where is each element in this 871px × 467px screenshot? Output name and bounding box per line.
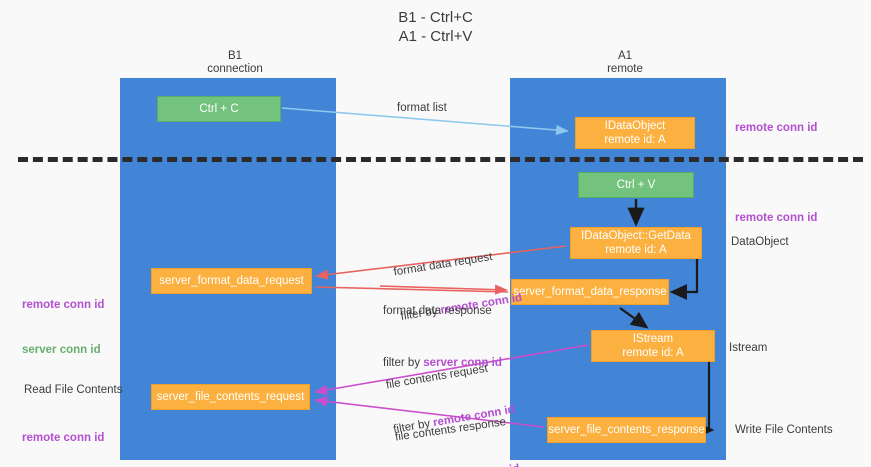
annotation-remote-conn-id: remote conn id	[22, 432, 105, 444]
label-format-data-response-text: format data response	[383, 305, 492, 317]
annotation-remote-conn-id-mid: remote conn id	[735, 212, 818, 224]
node-server-format-data-request[interactable]: server_format_data_request	[151, 268, 312, 294]
annotation-dataobject: DataObject	[731, 236, 789, 248]
node-ctrl-c[interactable]: Ctrl + C	[157, 96, 281, 122]
annotation-left-conn-ids-1: remote conn id server conn id	[22, 268, 104, 388]
node-idataobject[interactable]: IDataObject remote id: A	[575, 117, 695, 149]
annotation-remote-conn-id-top: remote conn id	[735, 122, 818, 134]
phase-divider	[18, 157, 863, 162]
label-format-list: format list	[397, 102, 447, 114]
node-server-format-data-response[interactable]: server_format_data_response	[511, 279, 669, 305]
annotation-write-file-contents: Write File Contents	[735, 424, 833, 436]
filter-prefix: filter by	[383, 357, 424, 369]
node-istream[interactable]: IStream remote id: A	[591, 330, 715, 362]
annotation-remote-conn-id: remote conn id	[22, 299, 105, 311]
annotation-read-file-contents: Read File Contents	[24, 384, 123, 396]
label-format-data-response-filter: filter by server conn id	[383, 356, 502, 371]
label-format-data-response: format data response filter by server co…	[383, 274, 502, 401]
label-file-contents-response-text: file contents response	[394, 416, 507, 444]
node-idataobject-getdata[interactable]: IDataObject::GetData remote id: A	[570, 227, 702, 259]
filter-key: server conn id	[423, 357, 502, 369]
annotation-server-conn-id: server conn id	[22, 344, 101, 356]
label-file-contents-response-filter: filter by server conn id	[401, 462, 521, 467]
node-server-file-contents-request[interactable]: server_file_contents_request	[151, 384, 310, 410]
node-server-file-contents-response[interactable]: server_file_contents_response	[547, 417, 706, 443]
column-header-a1: A1 remote	[607, 50, 643, 75]
node-ctrl-v[interactable]: Ctrl + V	[578, 172, 694, 198]
column-header-b1: B1 connection	[207, 50, 263, 75]
diagram-title: B1 - Ctrl+C A1 - Ctrl+V	[398, 9, 473, 45]
annotation-istream: Istream	[729, 342, 768, 354]
annotation-left-conn-ids-2: remote conn id server conn id	[22, 401, 104, 467]
filter-key: server conn id	[441, 463, 520, 467]
